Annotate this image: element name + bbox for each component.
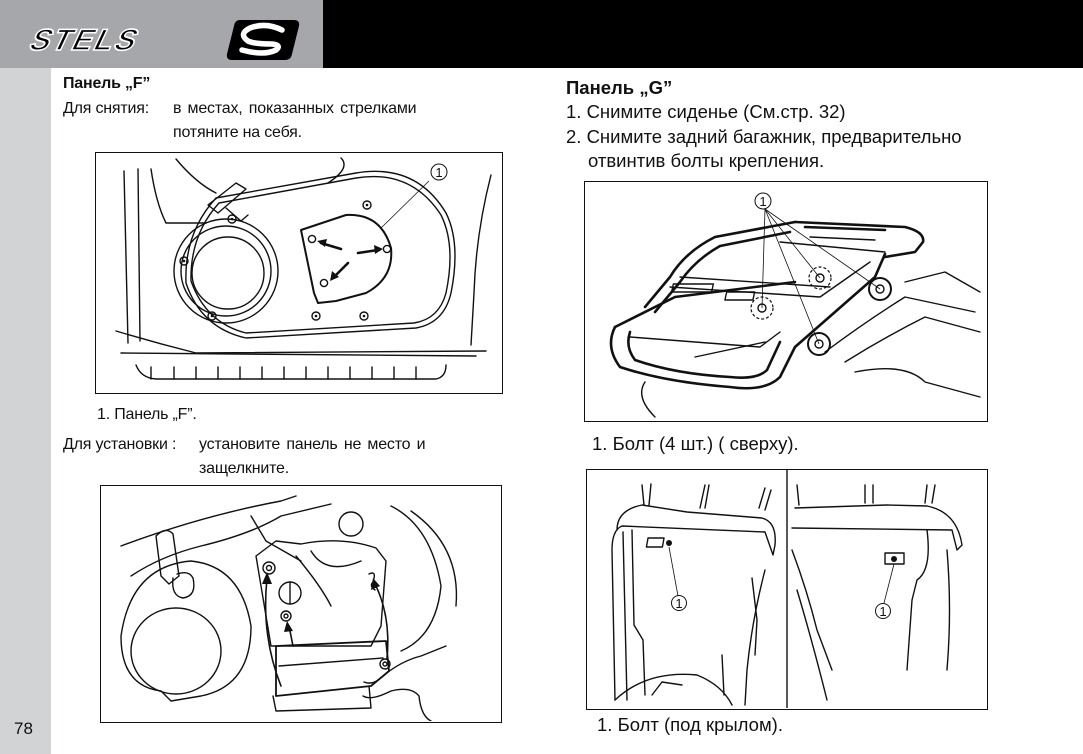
panel-g-title: Панель „G”: [566, 77, 673, 98]
figure-g2-caption: 1. Болт (под крылом).: [597, 714, 783, 735]
arrow-icon: [317, 239, 343, 251]
callout-marker: 1: [430, 163, 448, 181]
figure-panel-f-install: [100, 485, 502, 723]
svg-text:1: 1: [675, 596, 682, 611]
svg-text:1: 1: [879, 604, 886, 619]
bolt-icon: [645, 537, 672, 548]
figure-g1-caption: 1. Болт (4 шт.) ( сверху).: [592, 433, 799, 454]
bolt-icon: [359, 311, 369, 321]
bolt-highlight-icon: [868, 277, 892, 301]
brand-wordmark: STELS: [26, 22, 147, 56]
panel-f-install-label: Для установки :: [63, 436, 177, 453]
panel-f-install-text-2: защелкните.: [199, 460, 289, 477]
panel-f-removal-label: Для снятия:: [63, 100, 149, 117]
figure-panel-f-removal: 1: [95, 152, 503, 394]
bolt-highlight-icon: [808, 266, 832, 290]
arrow-icon: [262, 572, 282, 687]
bolt-icon: [179, 256, 189, 266]
svg-text:1: 1: [435, 165, 442, 180]
callout-marker: 1: [875, 603, 891, 619]
bolt-icon: [227, 214, 237, 224]
panel-f-install-text-1: установите панель не место и: [199, 436, 426, 453]
panel-g-step-2-cont: отвинтив болты крепления.: [588, 150, 825, 171]
bolt-icon: [884, 552, 905, 565]
page-sidebar: [0, 68, 51, 754]
panel-f-removal-text-1: в местах, показанных стрелками: [173, 100, 417, 117]
panel-g-step-2: 2. Снимите задний багажник, предваритель…: [566, 126, 962, 147]
stels-logo: STELS: [26, 14, 306, 62]
arrow-icon: [330, 261, 350, 281]
figure-rear-carrier: 1: [584, 181, 988, 422]
page-number: 78: [14, 719, 33, 738]
bolt-icon: [311, 311, 321, 321]
panel-f-removal-text-2: потяните на себя.: [173, 124, 302, 141]
bolt-icon: [207, 311, 217, 321]
arrow-icon: [284, 621, 294, 647]
bolt-icon: [362, 200, 372, 210]
callout-marker: 1: [754, 192, 772, 210]
bolt-highlight-icon: [807, 332, 831, 356]
callout-marker: 1: [671, 595, 687, 611]
header-black-band: [323, 0, 1083, 68]
stels-s-badge-icon: [226, 20, 300, 60]
figure-f1-caption: 1. Панель „F”.: [97, 406, 197, 423]
arrow-icon: [356, 245, 383, 255]
panel-g-step-1: 1. Снимите сиденье (См.стр. 32): [566, 101, 846, 122]
panel-f-title: Панель „F”: [63, 75, 151, 92]
svg-text:1: 1: [759, 194, 766, 209]
figure-fender-bolts: 1 1: [586, 469, 988, 710]
arrow-icon: [371, 578, 389, 659]
